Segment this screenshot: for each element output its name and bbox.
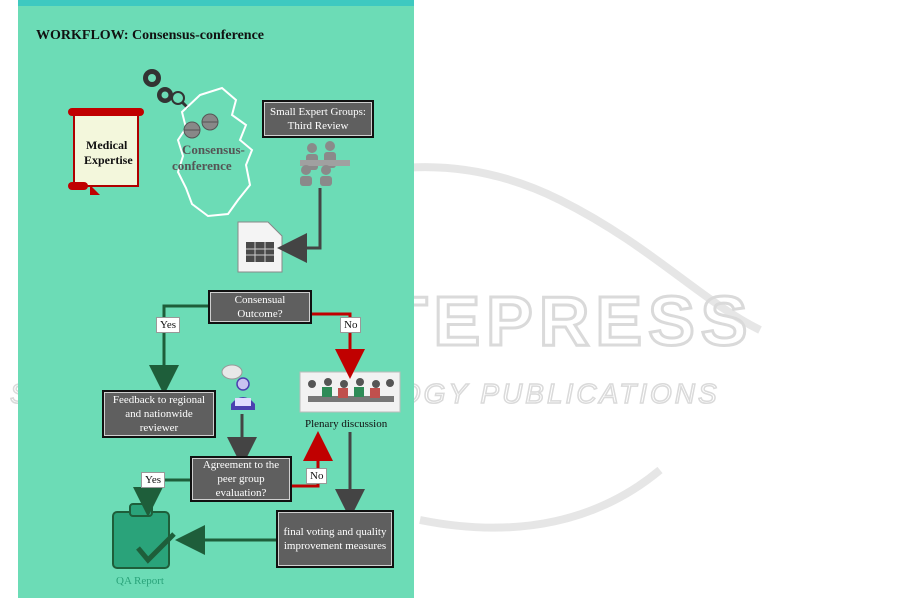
plenary-discussion-label: Plenary discussion (305, 418, 388, 430)
scroll-label-expertise: Expertise (84, 153, 133, 167)
people-group-icon (300, 141, 350, 186)
no-tag-consensual: No (340, 317, 362, 333)
arrows (133, 188, 365, 555)
qa-report-label: QA Report (116, 575, 164, 587)
globe-icon (183, 113, 219, 139)
meeting-photo-icon (299, 371, 401, 413)
clipboard-check-icon (112, 503, 176, 569)
gears-icon (143, 69, 190, 110)
workflow-title: WORKFLOW: Consensus-conference (36, 28, 265, 43)
germany-map-icon (176, 86, 254, 218)
speaker-person-icon (221, 364, 255, 410)
feedback-box: Feedback to regional and nationwide revi… (102, 390, 216, 438)
yes-tag-consensual: Yes (156, 317, 181, 333)
scroll-icon (68, 108, 144, 195)
map-label-conference: conference (172, 158, 232, 173)
consensual-outcome-box: Consensual Outcome? (208, 290, 312, 324)
yes-tag-agreement: Yes (141, 472, 166, 488)
final-voting-box: final voting and quality improvement mea… (276, 510, 394, 568)
small-expert-groups-box: Small Expert Groups: Third Review (262, 100, 374, 138)
agreement-box: Agreement to the peer group evaluation? (190, 456, 292, 502)
map-label-consensus: Consensus- (182, 142, 245, 157)
scroll-label-medical: Medical (86, 138, 128, 152)
no-tag-agreement: No (306, 468, 328, 484)
document-table-icon (237, 221, 283, 273)
